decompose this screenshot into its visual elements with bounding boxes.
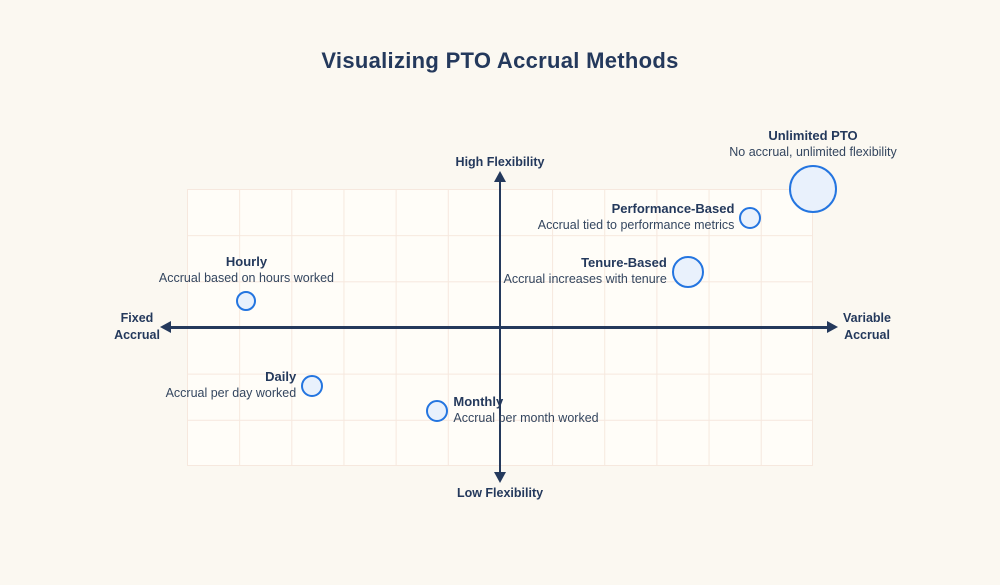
axis-label-fixed-line1: Fixed bbox=[120, 311, 154, 325]
data-point-circle-daily bbox=[301, 374, 324, 397]
data-point-circle-monthly bbox=[426, 399, 449, 422]
data-point-circle-performance-based bbox=[739, 207, 762, 230]
data-point-description-unlimited-pto: No accrual, unlimited flexibility bbox=[729, 144, 897, 159]
data-point-label-tenure-based: Tenure-Based bbox=[581, 255, 667, 271]
data-point-circle-unlimited-pto bbox=[789, 165, 837, 213]
arrow-left-icon bbox=[160, 321, 171, 333]
data-point-description-daily: Accrual per day worked bbox=[165, 385, 297, 400]
data-point-description-hourly: Accrual based on hours worked bbox=[158, 270, 335, 285]
data-point-description-performance-based: Accrual tied to performance metrics bbox=[537, 218, 735, 233]
data-point-label-monthly: Monthly bbox=[453, 393, 504, 409]
arrow-down-icon bbox=[493, 472, 506, 483]
axis-label-low-flexibility: Low Flexibility bbox=[456, 486, 544, 500]
horizontal-axis bbox=[168, 326, 830, 329]
data-point-label-hourly: Hourly bbox=[225, 253, 268, 269]
data-point-circle-tenure-based bbox=[671, 256, 704, 289]
axis-label-fixed-line2: Accrual bbox=[114, 328, 160, 342]
axis-label-fixed-accrual: Fixed Accrual bbox=[114, 310, 160, 344]
data-point-label-daily: Daily bbox=[265, 368, 297, 384]
axis-label-variable-line2: Accrual bbox=[844, 328, 890, 342]
data-point-label-performance-based: Performance-Based bbox=[611, 201, 735, 217]
axis-label-high-flexibility: High Flexibility bbox=[455, 155, 545, 169]
arrow-up-icon bbox=[493, 171, 506, 182]
data-point-description-tenure-based: Accrual increases with tenure bbox=[503, 272, 667, 287]
data-point-circle-hourly bbox=[236, 291, 257, 312]
data-point-label-unlimited-pto: Unlimited PTO bbox=[768, 127, 858, 143]
chart-title: Visualizing PTO Accrual Methods bbox=[321, 48, 679, 73]
axis-label-variable-line1: Variable bbox=[843, 311, 891, 325]
data-point-description-monthly: Accrual per month worked bbox=[453, 410, 599, 425]
axis-label-variable-accrual: Variable Accrual bbox=[843, 310, 891, 344]
arrow-right-icon bbox=[827, 321, 838, 333]
